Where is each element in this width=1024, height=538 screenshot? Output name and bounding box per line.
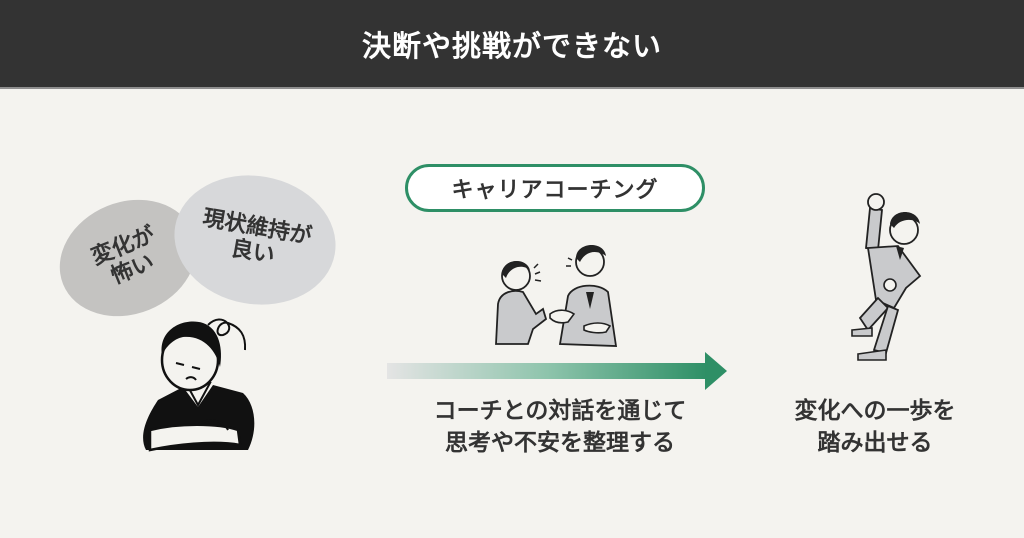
result-caption-line1: 変化への一歩を — [794, 398, 956, 424]
page-title: 決断や挑戦ができない — [361, 28, 662, 63]
progress-arrow-icon — [387, 352, 727, 390]
coaching-caption-line2: 思考や不安を整理する — [445, 429, 675, 456]
coaching-caption: コーチとの対話を通じて 思考や不安を整理する — [380, 396, 740, 459]
career-coaching-label: キャリアコーチング — [405, 164, 705, 212]
coaching-conversation-icon — [495, 244, 618, 347]
cheering-person-icon — [851, 193, 922, 361]
result-caption-line2: 踏み出せる — [817, 429, 933, 456]
result-caption: 変化への一歩を 踏み出せる — [755, 396, 995, 459]
coaching-caption-line1: コーチとの対話を通じて — [433, 398, 687, 424]
header-bar: 決断や挑戦ができない — [0, 0, 1024, 89]
worried-person-icon — [143, 318, 255, 452]
thought-bubble-status-quo: 現状維持が 良い — [164, 162, 346, 318]
